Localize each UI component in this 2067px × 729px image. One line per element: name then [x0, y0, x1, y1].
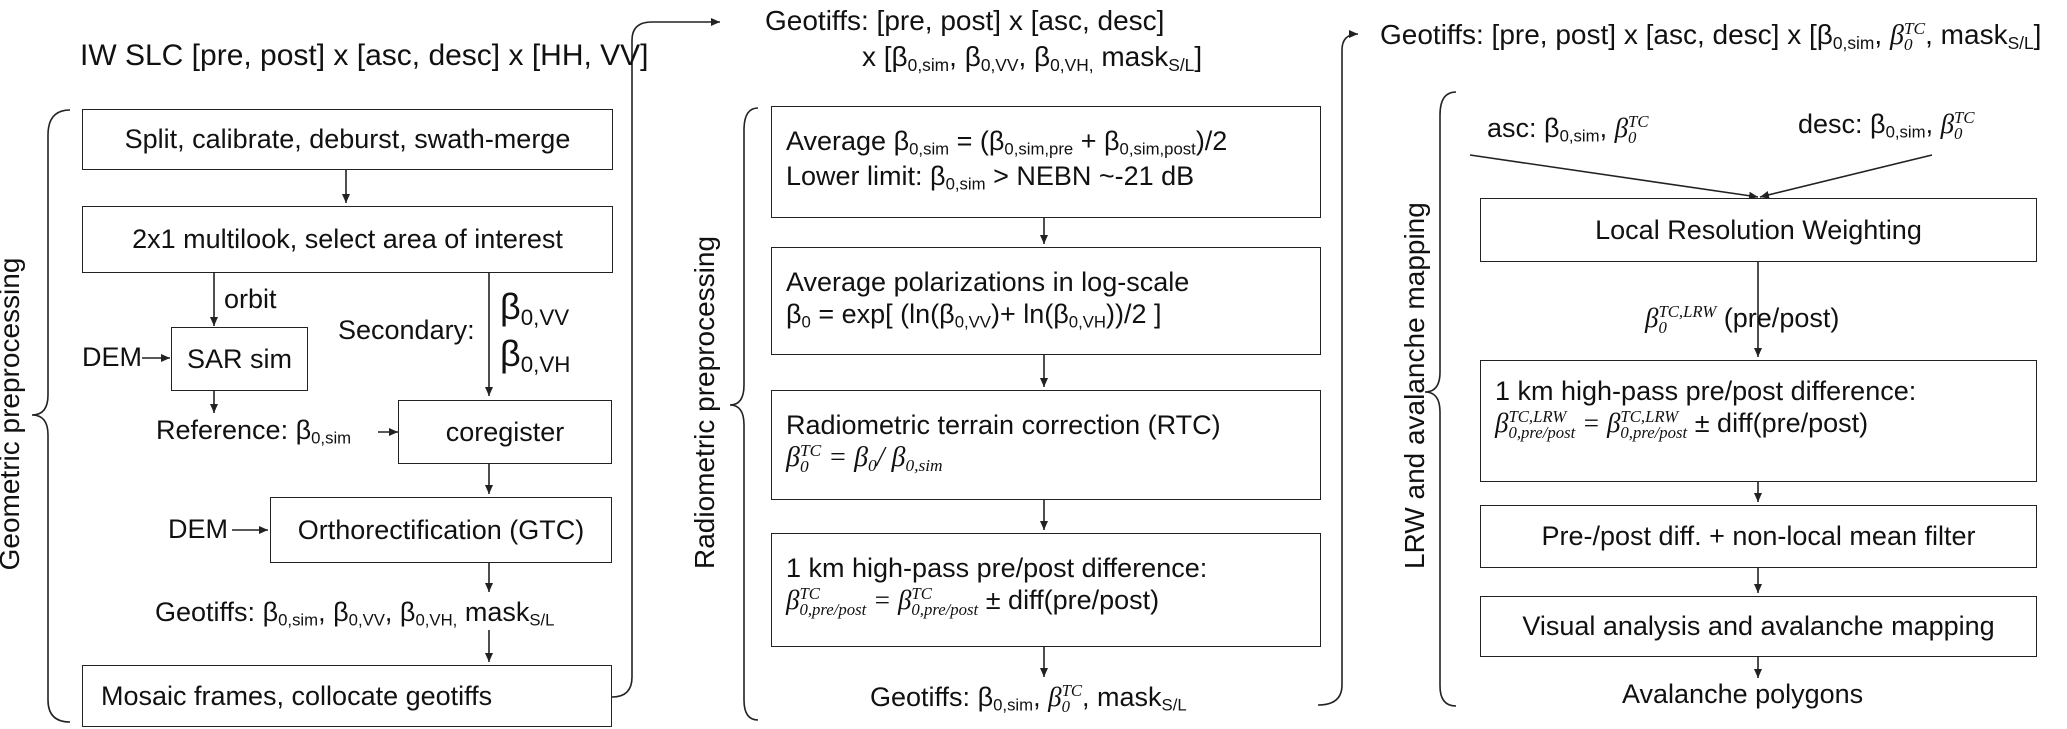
brace-lrw [1424, 91, 1457, 707]
split-box: Split, calibrate, deburst, swath-merge [82, 109, 613, 170]
avg-pol-box: Average polarizations in log-scale β0 = … [771, 247, 1321, 355]
dem-label-1: DEM [82, 342, 142, 372]
secondary-beta-vh: β0,VH [500, 333, 571, 378]
input-label: IW SLC [pre, post] x [asc, desc] x [HH, … [80, 39, 649, 72]
secondary-label: Secondary: [338, 315, 475, 345]
brace-radiometric [729, 107, 759, 721]
nlm-box: Pre-/post diff. + non-local mean filter [1480, 505, 2037, 568]
output-label: Avalanche polygons [1622, 679, 1864, 709]
arrow-desc-lrw [1759, 154, 1933, 199]
orbit-label: orbit [224, 284, 277, 314]
geotiffs-col2-title-line2: x [β0,sim, β0,VV, β0,VH, maskS/L] [862, 41, 1203, 75]
reference-label: Reference: β0,sim [156, 415, 352, 448]
arrow-mosaic-column2 [611, 18, 720, 698]
coregister-box: coregister [398, 400, 612, 464]
ortho-box: Orthorectification (GTC) [270, 497, 612, 563]
dem-label-2: DEM [168, 514, 228, 544]
multilook-box: 2x1 multilook, select area of interest [82, 206, 613, 273]
average-box: Average β0,sim = (β0,sim,pre + β0,sim,po… [771, 106, 1321, 218]
brace-geometric [31, 109, 71, 723]
arrow-column2-column3 [1317, 30, 1359, 706]
section-label-radiometric: Radiometric preprocessing [689, 235, 720, 569]
section-label-lrw: LRW and avalanche mapping [1399, 202, 1430, 569]
sar-sim-box: SAR sim [171, 327, 308, 391]
geotiffs-col1: Geotiffs: β0,sim, β0,VV, β0,VH, maskS/L [155, 597, 555, 630]
geotiffs-col3-title: Geotiffs: [pre, post] x [asc, desc] x [β… [1380, 18, 2042, 55]
arrow-asc-lrw [1469, 154, 1759, 200]
secondary-beta-vv: β0,VV [500, 286, 570, 331]
lrw-box: Local Resolution Weighting [1480, 198, 2037, 262]
visual-box: Visual analysis and avalanche mapping [1480, 596, 2037, 657]
mosaic-box: Mosaic frames, collocate geotiffs [82, 665, 612, 727]
section-label-geometric: Geometric preprocessing [0, 257, 25, 571]
geotiffs-col2-title: Geotiffs: [pre, post] x [asc, desc] [765, 5, 1165, 36]
